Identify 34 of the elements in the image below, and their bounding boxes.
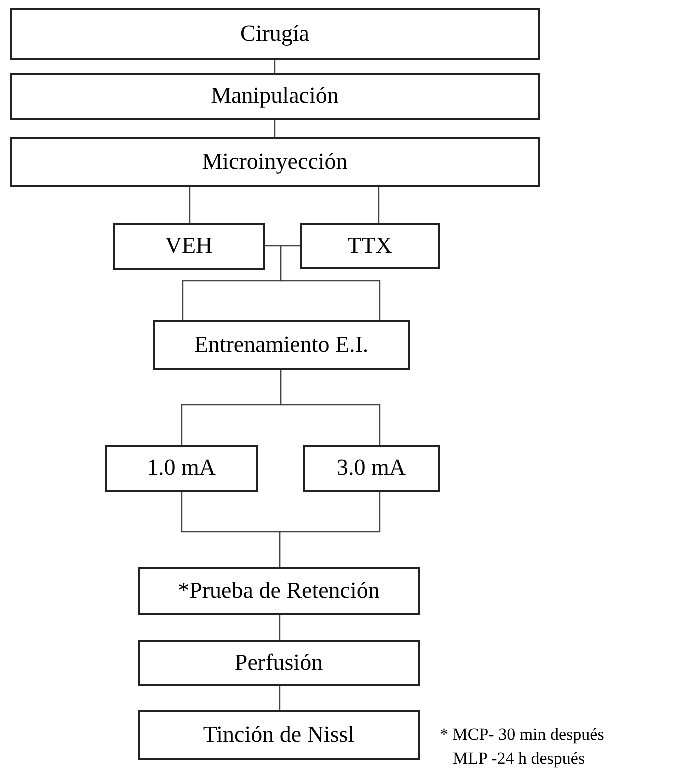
box-label: Entrenamiento E.I.: [194, 330, 369, 359]
connector-line: [280, 245, 381, 320]
box-label: 1.0 mA: [147, 454, 216, 482]
box-label: *Prueba de Retención: [178, 576, 380, 605]
process-box: [138, 567, 420, 615]
process-box: [10, 73, 540, 120]
connector-line: [189, 187, 191, 223]
process-box: [113, 223, 265, 270]
connector-line: [378, 187, 380, 223]
connector-line: [279, 492, 381, 567]
connector-line: [274, 60, 276, 73]
process-box: [138, 710, 420, 760]
process-box: [138, 640, 420, 686]
box-label: Cirugía: [240, 20, 310, 48]
box-label: 3.0 mA: [337, 454, 406, 482]
box-label: TTX: [348, 232, 392, 260]
process-box: [303, 445, 440, 492]
process-box: [153, 320, 410, 370]
footnote-text: * MCP- 30 min después: [440, 724, 604, 746]
process-box: [10, 137, 540, 187]
process-box: [300, 223, 440, 269]
connector-line: [279, 686, 281, 710]
connector-line: [280, 370, 381, 445]
box-label: VEH: [165, 232, 213, 260]
footnote-text: MLP -24 h después: [453, 748, 586, 770]
box-label: Perfusión: [234, 648, 324, 677]
process-box: [10, 8, 540, 60]
box-label: Tinción de Nissl: [203, 720, 355, 749]
connector-line: [274, 120, 276, 137]
connector-line: [182, 245, 282, 320]
process-box: [105, 445, 258, 492]
box-label: Microinyección: [202, 148, 348, 176]
connector-line: [279, 615, 281, 640]
box-label: Manipulación: [211, 82, 339, 110]
